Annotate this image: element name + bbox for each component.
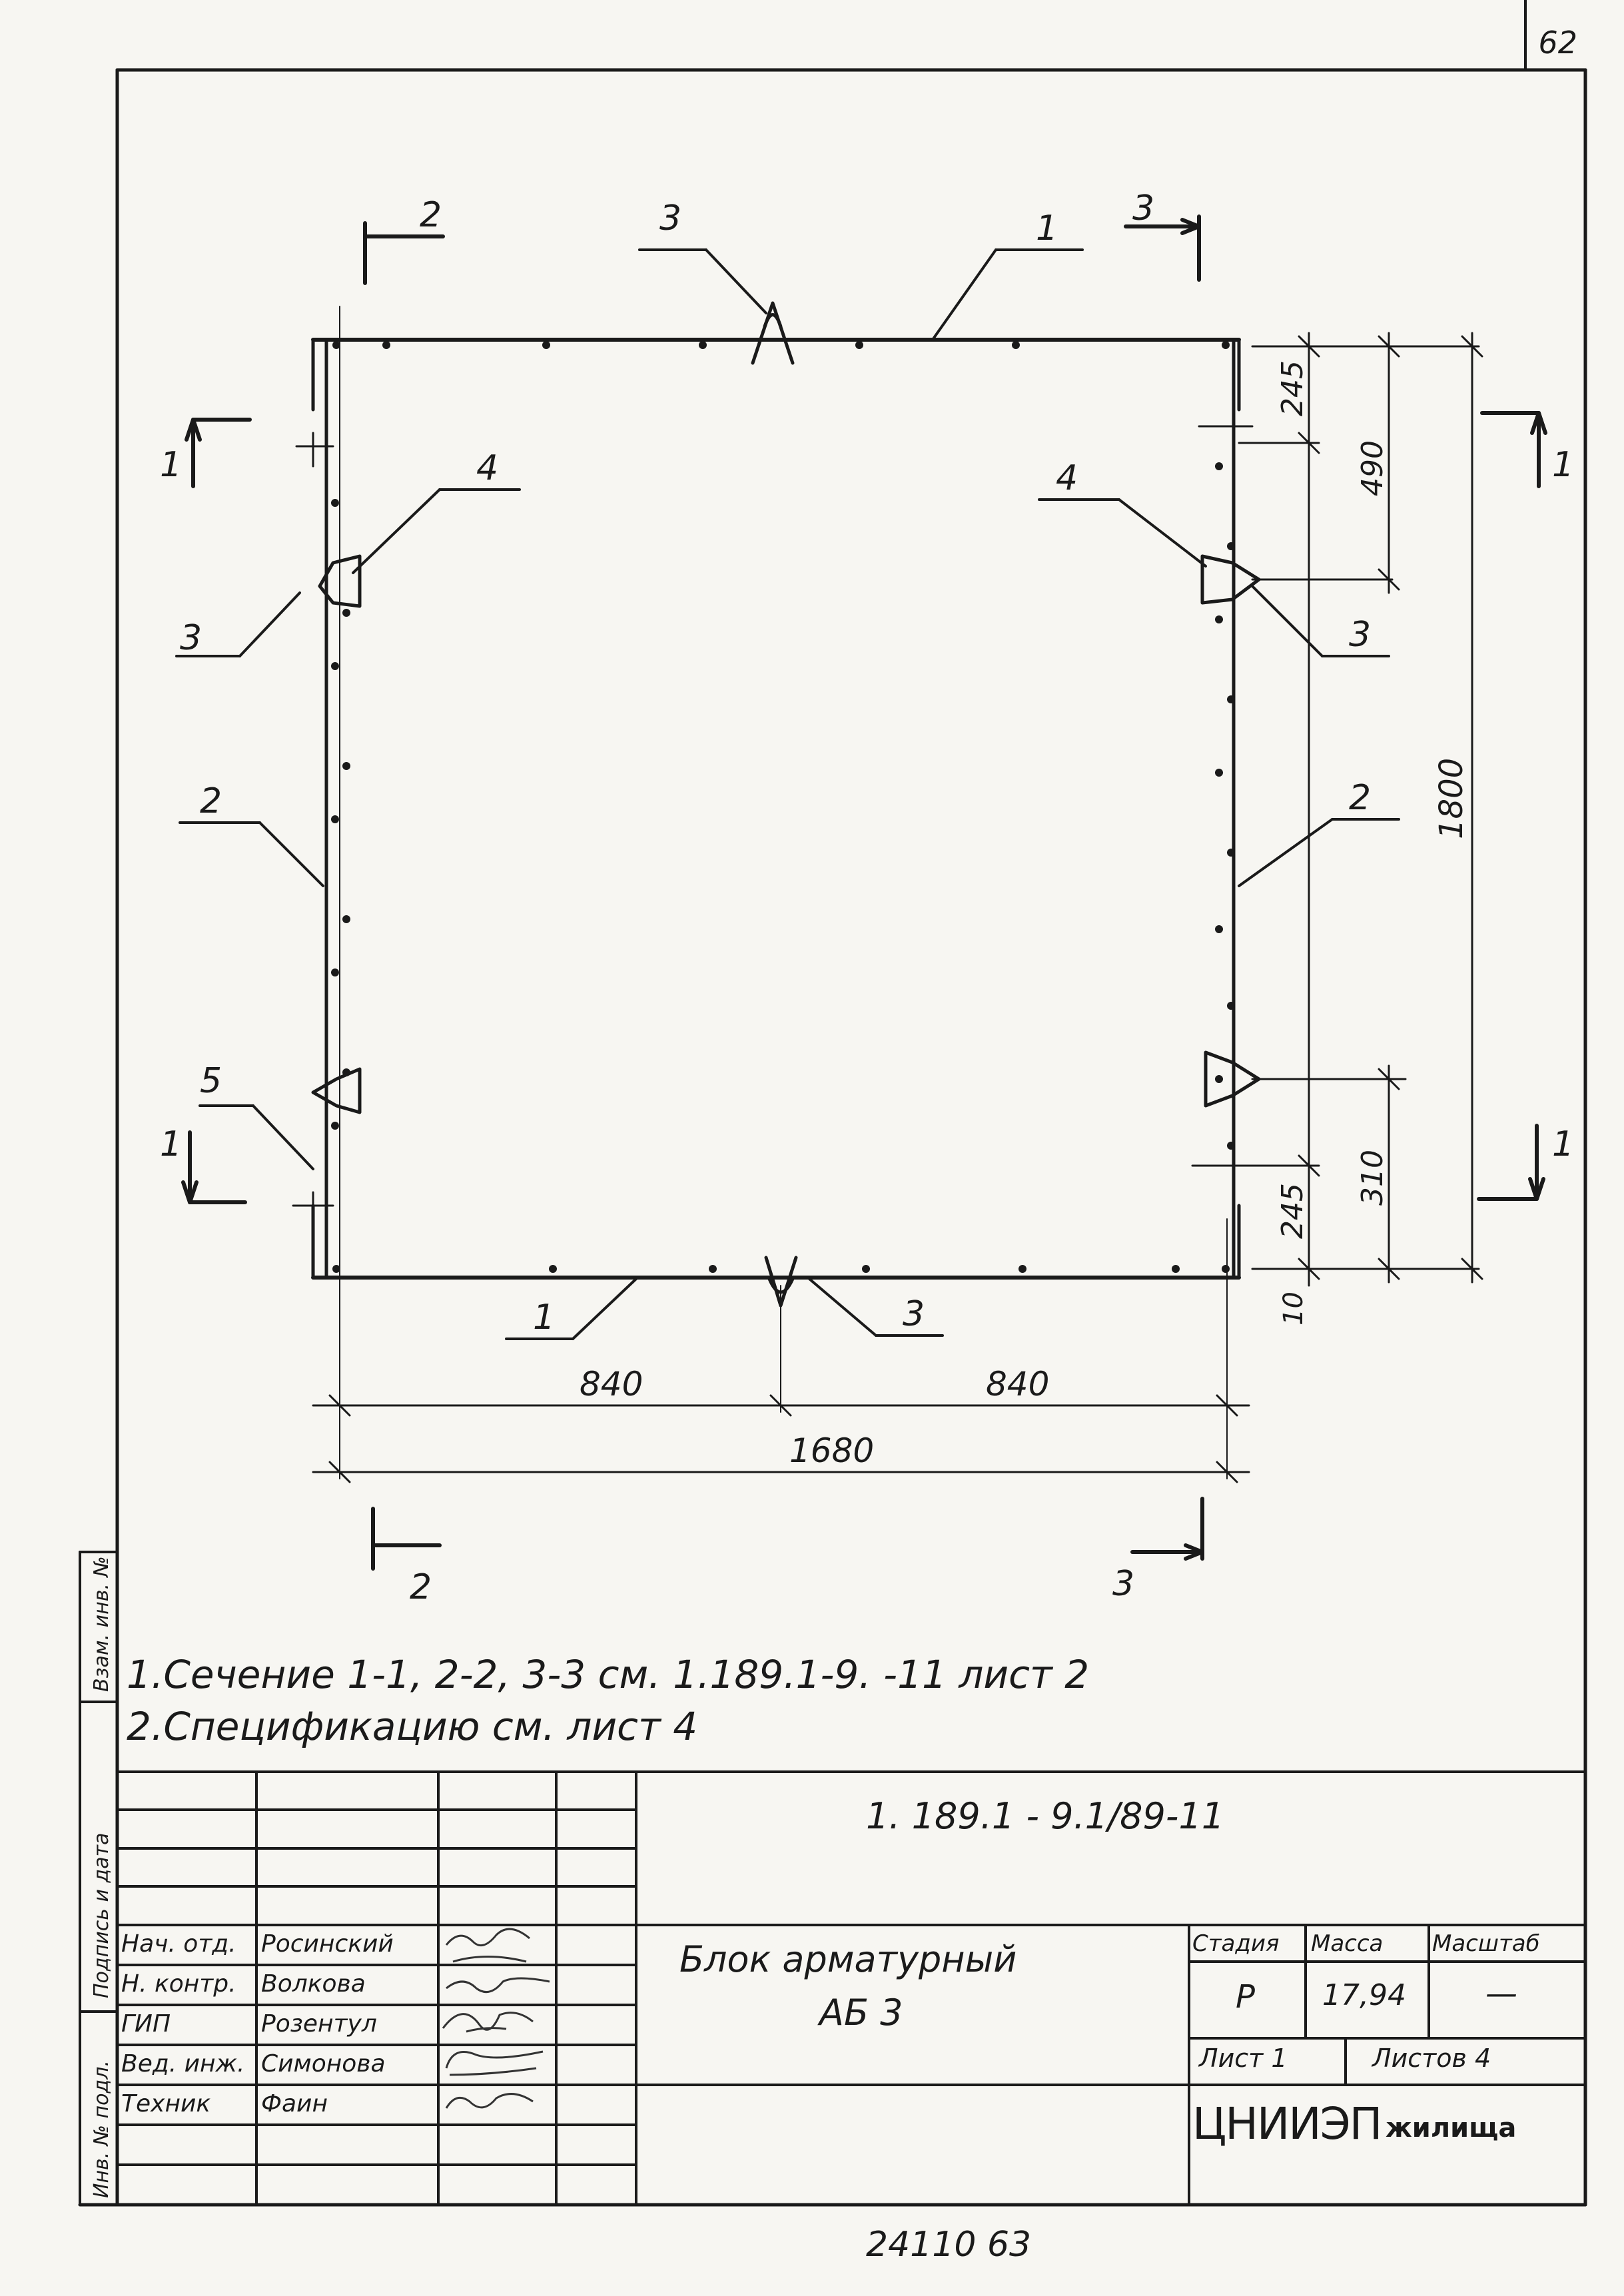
side-strip xyxy=(79,1551,119,2206)
signature-marks xyxy=(442,1928,550,2109)
signature-role-3: ГИП xyxy=(121,2010,171,2038)
section-mark-3-bottom: 3 xyxy=(1112,1564,1134,1604)
signature-name-1: Росинский xyxy=(261,1930,394,1958)
leader-lines xyxy=(175,248,1400,1340)
position-4-left: 4 xyxy=(476,448,498,488)
rebar-dots xyxy=(331,341,1235,1273)
section-mark-1-right-top: 1 xyxy=(1552,445,1574,485)
bottom-dimensions xyxy=(312,1394,1250,1483)
side-label-signature-date: Подпись и дата xyxy=(90,1833,113,1999)
dim-840-right: 840 xyxy=(986,1365,1049,1403)
section-mark-1-left-bottom: 1 xyxy=(160,1124,182,1164)
signature-name-2: Волкова xyxy=(261,1970,366,1998)
position-5: 5 xyxy=(200,1061,222,1101)
page-number: 62 xyxy=(1538,25,1577,61)
position-2-left: 2 xyxy=(200,781,222,821)
dim-1680: 1680 xyxy=(789,1431,874,1470)
axis-ticks xyxy=(292,425,1254,1227)
signature-role-1: Нач. отд. xyxy=(121,1930,236,1958)
dim-490: 490 xyxy=(1356,440,1390,496)
side-label-vzam-inv: Взам. инв. № xyxy=(90,1556,113,1692)
note-2: 2.Спецификацию см. лист 4 xyxy=(127,1704,698,1749)
section-mark-3-top: 3 xyxy=(1132,189,1154,228)
bottom-number: 24110 63 xyxy=(866,2225,1032,2265)
dim-840-left: 840 xyxy=(580,1365,643,1403)
drawing-title-line2: АБ 3 xyxy=(819,1992,903,2034)
signature-name-4: Симонова xyxy=(261,2050,386,2078)
dim-245-top: 245 xyxy=(1276,360,1310,416)
position-4-right: 4 xyxy=(1056,458,1078,498)
drawing-code: 1. 189.1 - 9.1/89-11 xyxy=(866,1795,1225,1837)
signature-name-5: Фаин xyxy=(261,2090,328,2117)
block-outline xyxy=(311,306,1241,1479)
dim-245-bottom: 245 xyxy=(1276,1183,1310,1239)
signature-role-2: Н. контр. xyxy=(121,1970,236,1998)
organization-name: ЦНИИЭП xyxy=(1192,2098,1382,2149)
stage-header: Стадия xyxy=(1192,1930,1280,1957)
dim-310: 310 xyxy=(1356,1150,1390,1206)
section-marks xyxy=(181,214,1547,1571)
side-label-inv-podl: Инв. № подл. xyxy=(90,2060,113,2198)
stage-value: Р xyxy=(1236,1978,1255,2016)
position-1-bottom: 1 xyxy=(533,1298,555,1338)
signature-role-4: Вед. инж. xyxy=(121,2050,245,2078)
drawing-title-line1: Блок арматурный xyxy=(679,1938,1017,1980)
mass-header: Масса xyxy=(1311,1930,1384,1957)
lifting-loops xyxy=(311,301,1261,1308)
right-dimensions xyxy=(1238,332,1483,1287)
sheet-frame xyxy=(78,0,1587,2207)
dim-1800: 1800 xyxy=(1433,758,1470,839)
section-mark-2-top: 2 xyxy=(420,195,442,235)
scale-header: Масштаб xyxy=(1432,1930,1540,1957)
position-3-left: 3 xyxy=(180,618,202,658)
section-mark-1-left-top: 1 xyxy=(160,445,182,485)
signature-role-5: Техник xyxy=(121,2090,211,2117)
title-block-grid xyxy=(116,1770,1587,2206)
position-3-right: 3 xyxy=(1349,615,1371,655)
position-1-top: 1 xyxy=(1036,208,1058,248)
position-3-bottom: 3 xyxy=(903,1294,925,1334)
note-1: 1.Сечение 1-1, 2-2, 3-3 см. 1.189.1-9. -… xyxy=(127,1652,1090,1697)
position-3-top: 3 xyxy=(659,198,681,238)
sheets-total: Листов 4 xyxy=(1372,2044,1491,2073)
section-mark-1-right-bottom: 1 xyxy=(1552,1124,1574,1164)
signature-name-3: Розентул xyxy=(261,2010,377,2038)
mass-value: 17,94 xyxy=(1322,1978,1406,2012)
dim-10: 10 xyxy=(1278,1292,1309,1326)
organization-suffix: жилища xyxy=(1386,2113,1517,2143)
scale-value: — xyxy=(1485,1975,1517,2012)
sheet-number: Лист 1 xyxy=(1199,2044,1288,2073)
section-mark-2-bottom: 2 xyxy=(410,1567,432,1607)
position-2-right: 2 xyxy=(1349,778,1371,818)
